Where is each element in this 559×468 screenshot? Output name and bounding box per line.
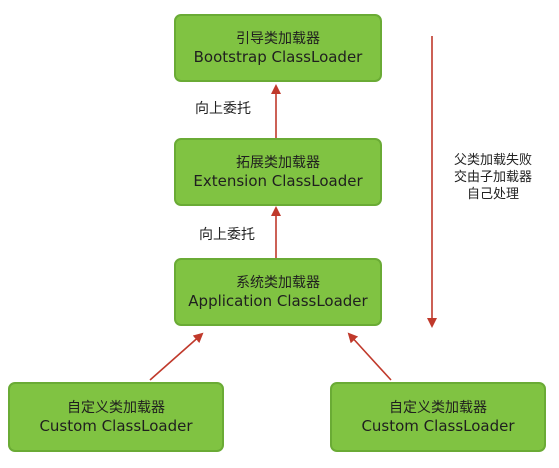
custom-classloader-node-left: 自定义类加载器 Custom ClassLoader: [8, 382, 224, 452]
custom-right-en-label: Custom ClassLoader: [361, 416, 515, 435]
delegate-up-label-1: 向上委托: [195, 101, 251, 117]
custom-classloader-node-right: 自定义类加载器 Custom ClassLoader: [330, 382, 546, 452]
custom-right-cn-label: 自定义类加载器: [389, 399, 487, 416]
application-en-label: Application ClassLoader: [188, 291, 368, 310]
delegate-up-label-2: 向上委托: [199, 227, 255, 243]
note-line-2: 交由子加载器: [453, 170, 532, 185]
custom-left-cn-label: 自定义类加载器: [67, 399, 165, 416]
note-line-1: 父类加载失败: [453, 153, 532, 168]
bootstrap-en-label: Bootstrap ClassLoader: [193, 47, 363, 66]
parent-fail-note: 父类加载失败 交由子加载器 自己处理: [438, 152, 548, 203]
custom-left-en-label: Custom ClassLoader: [39, 416, 193, 435]
application-cn-label: 系统类加载器: [236, 274, 320, 291]
extension-en-label: Extension ClassLoader: [193, 171, 363, 190]
bootstrap-classloader-node: 引导类加载器 Bootstrap ClassLoader: [174, 14, 382, 82]
extension-classloader-node: 拓展类加载器 Extension ClassLoader: [174, 138, 382, 206]
extension-cn-label: 拓展类加载器: [236, 154, 320, 171]
bootstrap-cn-label: 引导类加载器: [236, 30, 320, 47]
note-line-3: 自己处理: [466, 187, 519, 202]
arrow-custom-right-to-application: [347, 332, 392, 381]
arrow-custom-left-to-application: [149, 332, 204, 381]
application-classloader-node: 系统类加载器 Application ClassLoader: [174, 258, 382, 326]
